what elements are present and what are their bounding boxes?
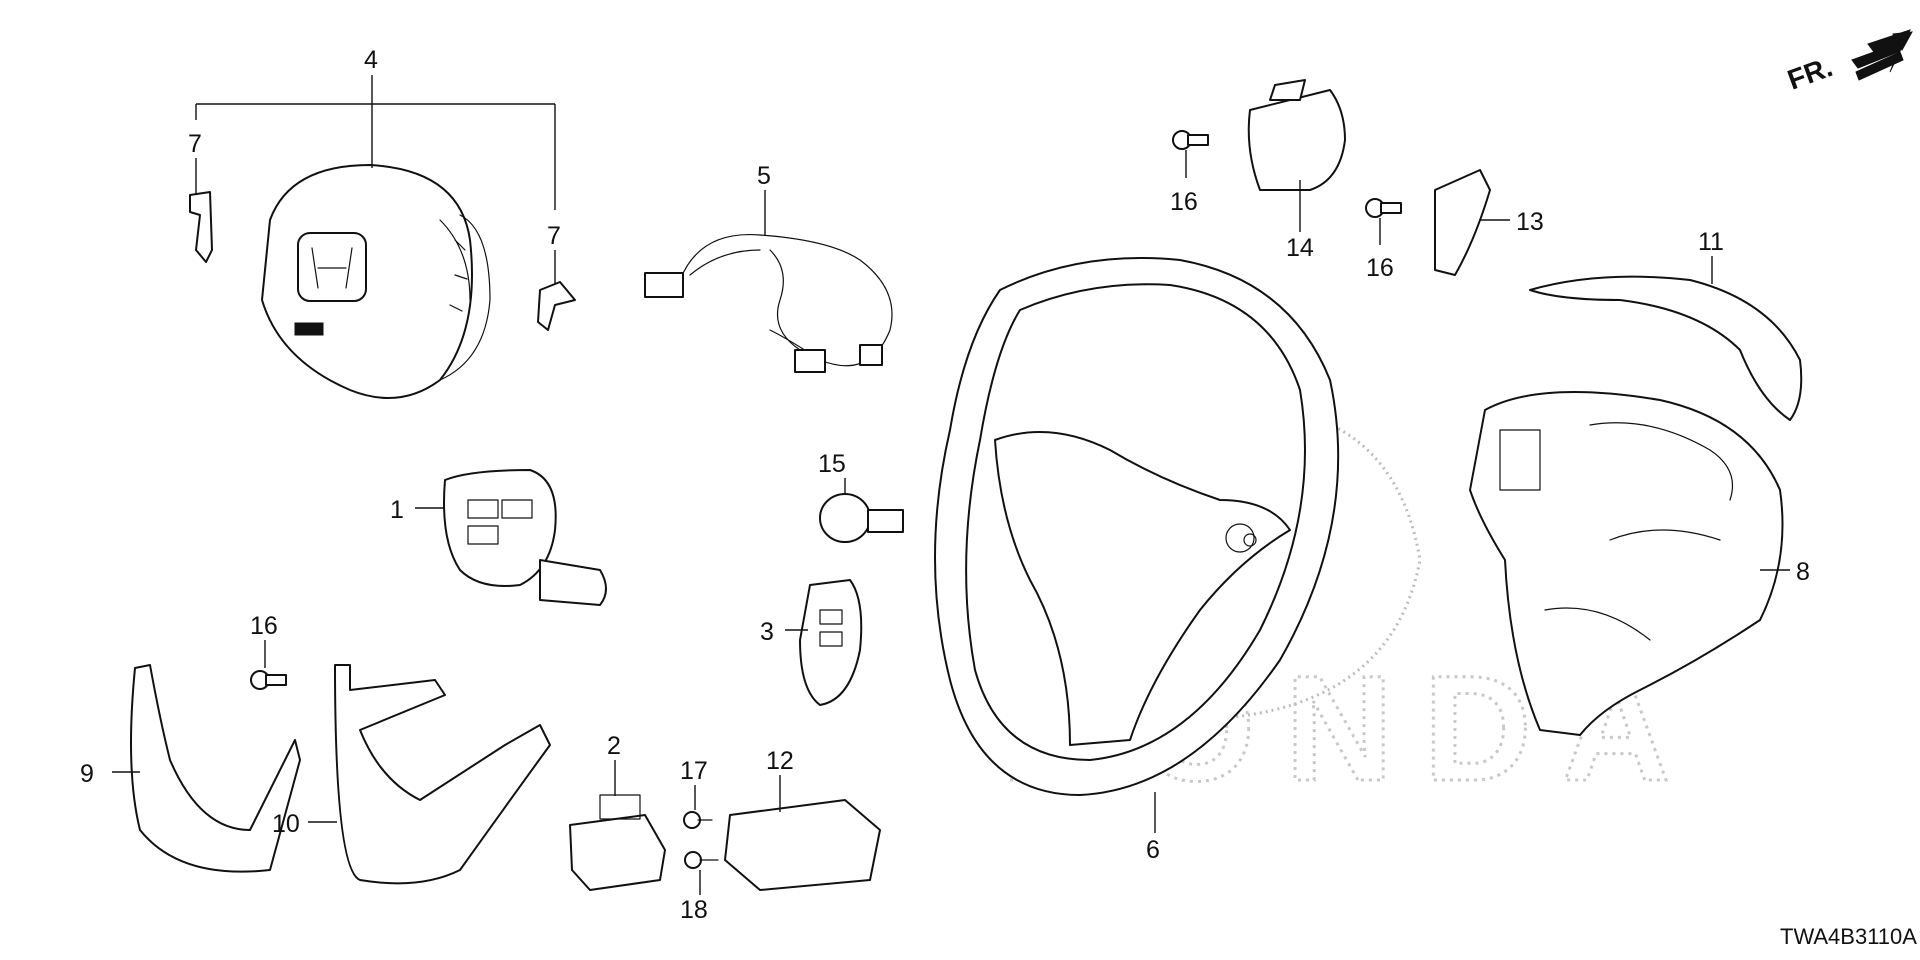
callout-15: 15 bbox=[818, 450, 846, 478]
callout-6: 6 bbox=[1146, 836, 1160, 864]
switch-part-3 bbox=[785, 579, 863, 706]
module-part-12 bbox=[724, 775, 881, 891]
callout-9: 9 bbox=[80, 760, 94, 788]
bolt-part-16-lower bbox=[250, 640, 287, 690]
front-direction-indicator: FR. bbox=[1783, 29, 1913, 96]
callout-16-right: 16 bbox=[1366, 254, 1394, 282]
callout-18: 18 bbox=[680, 896, 708, 924]
callout-17: 17 bbox=[680, 757, 708, 785]
callout-16-upper: 16 bbox=[1170, 188, 1198, 216]
steering-wheel-part-6 bbox=[934, 257, 1340, 833]
diagram-code: TWA4B3110A bbox=[1780, 924, 1917, 949]
callout-5: 5 bbox=[757, 162, 771, 190]
callout-3: 3 bbox=[760, 618, 774, 646]
clip-part-7-left bbox=[189, 158, 213, 263]
callout-7-left: 7 bbox=[188, 130, 202, 158]
callout-labels: 4 7 7 5 1 15 3 16 9 10 2 17 18 12 6 16 1… bbox=[80, 46, 1810, 924]
paddle-part-13 bbox=[1434, 169, 1510, 276]
callout-8: 8 bbox=[1796, 558, 1810, 586]
damper-part-15 bbox=[819, 478, 904, 543]
airbag-module-part-4 bbox=[195, 75, 556, 399]
switch-part-2 bbox=[569, 760, 666, 891]
wire-harness-part-5 bbox=[644, 190, 893, 373]
callout-10: 10 bbox=[272, 810, 300, 838]
garnish-part-11 bbox=[1529, 256, 1803, 421]
callout-2: 2 bbox=[607, 732, 621, 760]
screw-part-17 bbox=[683, 785, 713, 829]
front-arrow-shaft-icon bbox=[1855, 31, 1913, 81]
callout-11: 11 bbox=[1698, 228, 1724, 256]
callout-16-lower: 16 bbox=[250, 612, 278, 640]
screw-part-18 bbox=[684, 851, 719, 895]
callout-12: 12 bbox=[766, 747, 794, 775]
callout-14: 14 bbox=[1286, 234, 1314, 262]
rear-cover-part-8 bbox=[1469, 391, 1790, 736]
honda-emblem-icon bbox=[297, 232, 367, 302]
callout-13: 13 bbox=[1516, 208, 1544, 236]
bolt-part-16-right bbox=[1365, 198, 1402, 245]
connector-icon bbox=[644, 272, 684, 298]
garnish-part-9 bbox=[112, 664, 301, 873]
connector-icon bbox=[794, 349, 826, 373]
bolt-part-16-upper bbox=[1172, 130, 1209, 178]
front-label: FR. bbox=[1783, 51, 1836, 96]
connector-icon bbox=[859, 344, 883, 366]
callout-7-right: 7 bbox=[547, 222, 561, 250]
callout-1: 1 bbox=[390, 496, 404, 524]
garnish-part-10 bbox=[308, 664, 551, 885]
clip-part-7-right bbox=[537, 250, 576, 331]
switch-assembly-part-1 bbox=[415, 469, 607, 606]
callout-4: 4 bbox=[364, 46, 378, 74]
paddle-part-14 bbox=[1247, 79, 1346, 232]
